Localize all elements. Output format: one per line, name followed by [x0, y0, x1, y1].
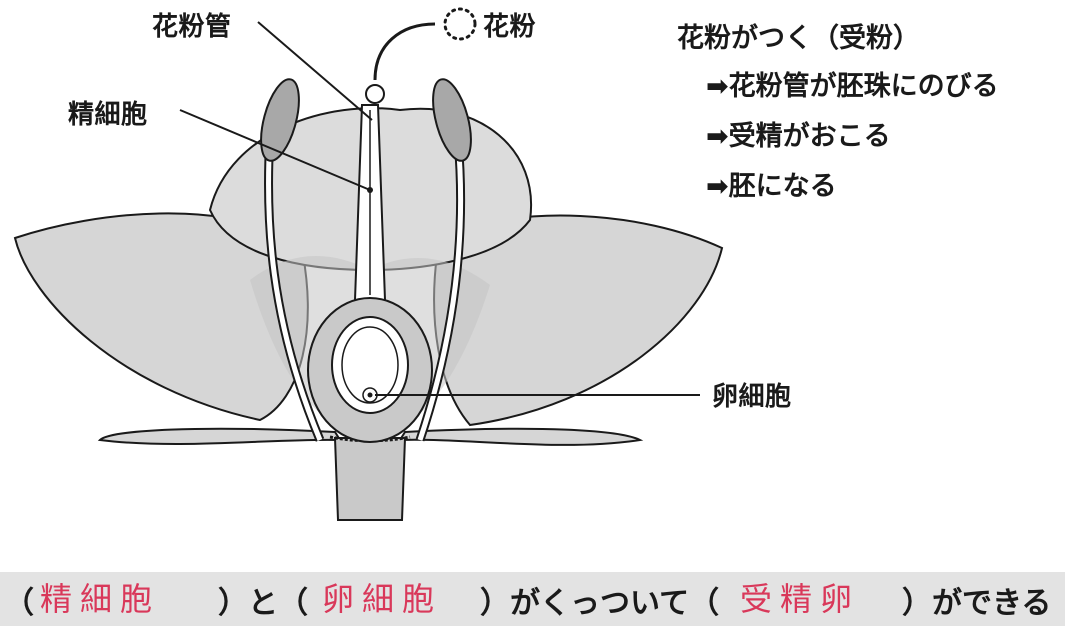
answer-fertilized-egg: 受精卵	[740, 580, 861, 618]
notes-step-3: ➡胚になる	[706, 171, 837, 202]
right-sepal	[398, 427, 644, 446]
notes-step-1: ➡花粉管が胚珠にのびる	[706, 71, 999, 102]
fill-in-sentence: （ 精細胞 ）と（ 卵細胞 ）がくっついて（ 受精卵 ）ができる	[0, 572, 1065, 626]
pollen-label: 花粉	[483, 12, 537, 42]
anther-right	[432, 78, 472, 162]
paren-close-3: ）ができる	[902, 586, 1052, 621]
paren-open-1: （	[4, 586, 34, 621]
answer-egg-cell: 卵細胞	[322, 580, 443, 618]
answer-sperm-cell: 精細胞	[40, 580, 161, 618]
anther-left	[260, 78, 300, 162]
pollen-tube-leader	[257, 21, 373, 121]
stem	[333, 437, 407, 521]
egg-cell-label: 卵細胞	[712, 382, 792, 412]
sperm-cell-label: 精細胞	[68, 100, 148, 130]
stigma-pollen	[365, 84, 385, 104]
pollen-arrow	[373, 22, 436, 81]
notes-step-2: ➡受精がおこる	[706, 121, 891, 152]
sperm-cell-leader	[179, 109, 371, 191]
ovule-inner	[341, 326, 399, 404]
pollen-tube-label: 花粉管	[152, 12, 232, 42]
notes-title: 花粉がつく（受粉）	[677, 23, 920, 54]
paren-close-1: ）と（	[218, 586, 308, 621]
paren-close-2: ）がくっついて（	[480, 586, 720, 621]
left-sepal	[97, 427, 342, 446]
pollen-icon	[443, 7, 477, 41]
